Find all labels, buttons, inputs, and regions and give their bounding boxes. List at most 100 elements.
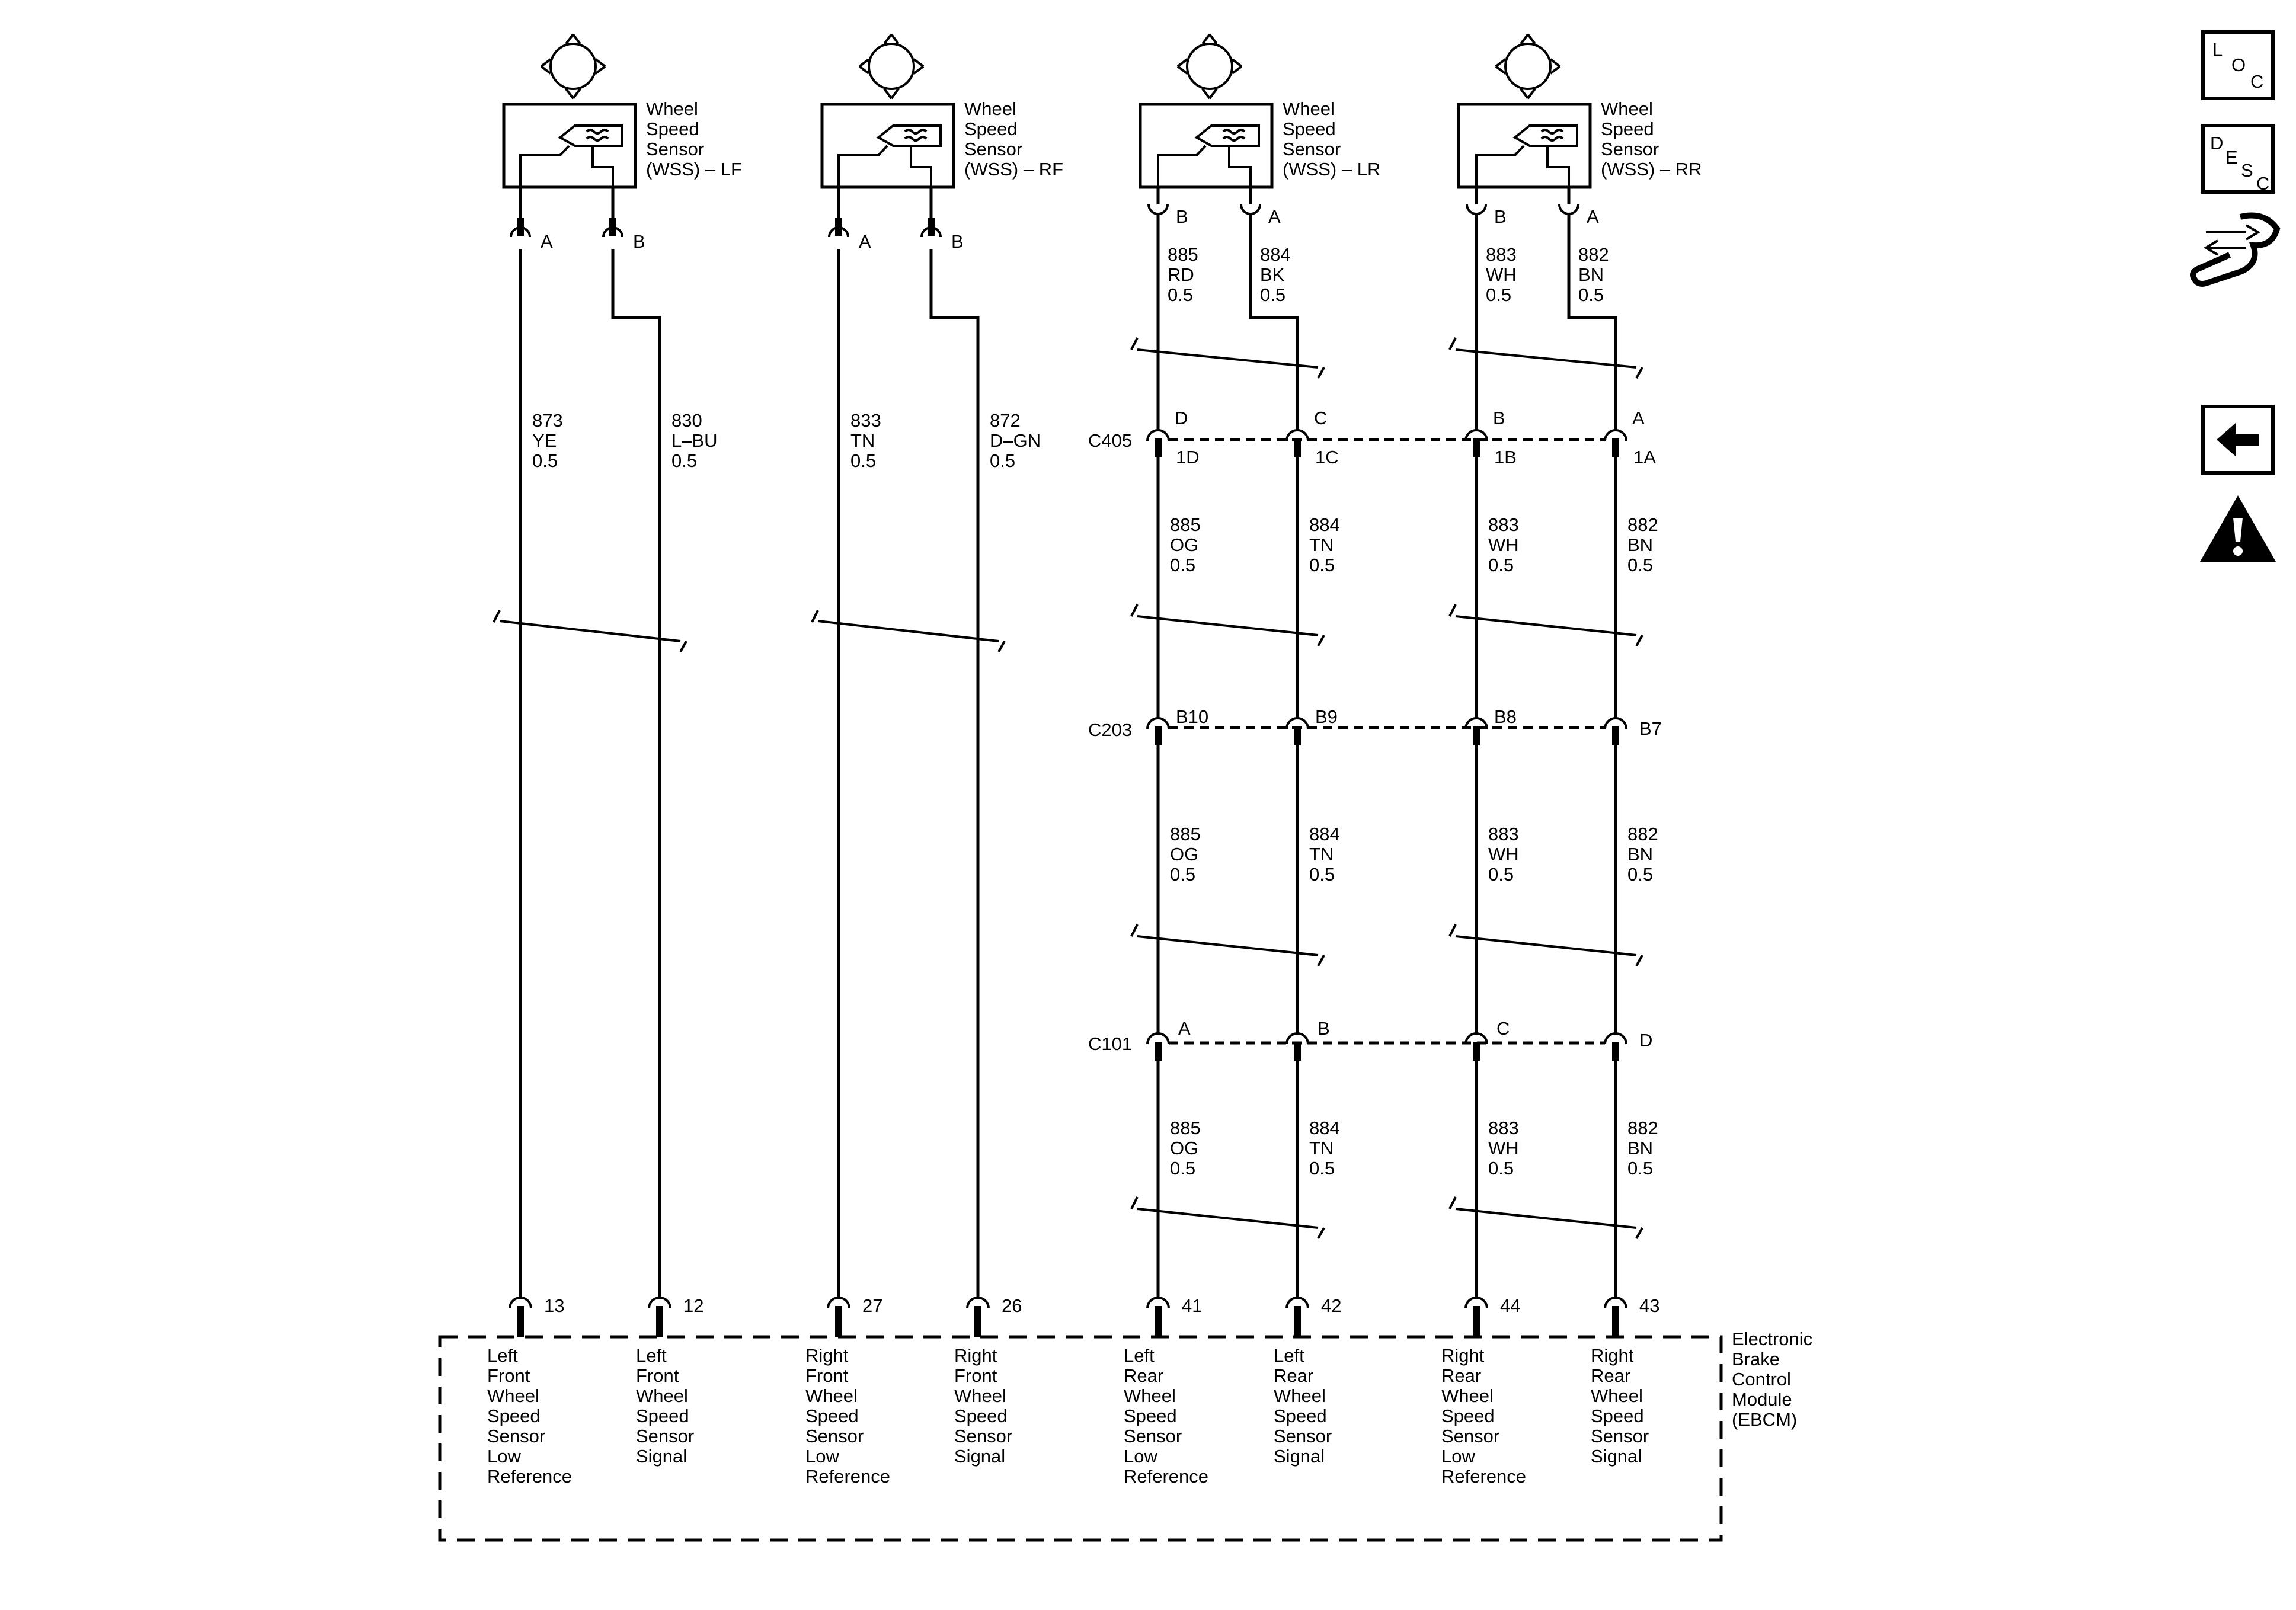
sensor-box (1457, 103, 1592, 189)
ebcm-pin-function: Low (1124, 1446, 1157, 1467)
ebcm-pin-function: Rear (1441, 1365, 1481, 1386)
wire-label: 0.5 (1486, 284, 1511, 305)
ebcm-pin-number: 13 (544, 1295, 564, 1316)
connector-pin-label: C (1314, 408, 1327, 428)
icon-letter: O (2231, 55, 2246, 75)
ebcm-label: Brake (1732, 1349, 1780, 1369)
connector-pin-label: B9 (1315, 706, 1338, 727)
wire-label: 0.5 (1170, 555, 1195, 575)
ebcm-pin-function: Right (1441, 1345, 1485, 1366)
rear-wire-pair: 885RD0.5884BK0.5885OG0.5884TN0.5885OG0.5… (1130, 214, 1340, 1298)
sensor-box (1139, 103, 1274, 189)
connector-c101: C101 (1088, 1032, 1627, 1061)
wire-label: 883 (1486, 244, 1517, 265)
ebcm-pin-function: Low (805, 1446, 839, 1467)
ebcm-pin-function: Wheel (1591, 1385, 1643, 1406)
connector-pin-label: D (1639, 1030, 1652, 1051)
wire-label: L–BU (671, 430, 718, 451)
wire-label: 885 (1168, 244, 1198, 265)
sensor-label: Wheel (1283, 98, 1335, 119)
sensor-pin-label: A (541, 231, 553, 252)
ebcm-pin-function: Sensor (1441, 1426, 1499, 1446)
sensor-label: Sensor (646, 139, 704, 159)
ebcm-label: (EBCM) (1732, 1409, 1797, 1430)
wire-label: 0.5 (1170, 864, 1195, 885)
wire-label: 0.5 (1627, 1158, 1653, 1179)
sensor-pin-label: A (1268, 206, 1281, 227)
sensor-pin-label: B (633, 231, 645, 252)
wire-label: 830 (671, 410, 702, 431)
wire-label: BN (1627, 1138, 1653, 1158)
wire-label: 0.5 (1627, 555, 1653, 575)
wire-label: 872 (990, 410, 1021, 431)
wire-label: 0.5 (1170, 1158, 1195, 1179)
ebcm-pin-function: Front (805, 1365, 849, 1386)
back-arrow-icon[interactable] (2201, 405, 2275, 475)
ebcm-label: Control (1732, 1369, 1791, 1390)
sensor-pin-label: B (1494, 206, 1507, 227)
wire-label: 0.5 (1488, 555, 1514, 575)
ebcm-pin-function: Sensor (1274, 1426, 1332, 1446)
connector-repair-icon[interactable] (2190, 212, 2281, 287)
sensor-label: Wheel (1601, 98, 1653, 119)
connector-pin-label: 1B (1494, 447, 1517, 468)
ebcm-pin-function: Low (1441, 1446, 1475, 1467)
wheel-icon (868, 43, 915, 90)
connector-name: C101 (1088, 1033, 1132, 1054)
ebcm-pin-function: Wheel (1441, 1385, 1494, 1406)
connector-pin-label: B7 (1639, 718, 1662, 739)
ebcm-pin-function: Wheel (1124, 1385, 1176, 1406)
wire-label: 0.5 (1309, 1158, 1335, 1179)
wire-label: 882 (1627, 514, 1658, 535)
ebcm-pin-function: Sensor (1591, 1426, 1649, 1446)
ebcm-pin-function: Right (954, 1345, 997, 1366)
wheel-icon (1186, 43, 1233, 90)
wire-label: 0.5 (1309, 864, 1335, 885)
sensor-pin-label: B (951, 231, 964, 252)
wire-label: WH (1488, 844, 1519, 865)
ebcm-pin-function: Reference (805, 1466, 890, 1487)
sensor-label: Sensor (1283, 139, 1341, 159)
sensor-label: (WSS) – LF (646, 159, 742, 180)
wire-label: 0.5 (1488, 864, 1514, 885)
loc-icon[interactable]: LOC (2201, 30, 2275, 100)
sensor-pin-label: A (1587, 206, 1599, 227)
sensor-pin (828, 218, 849, 238)
circuit-wires: 873YE0.5830L–BU0.5833TN0.5872D–GN0.5885R… (493, 214, 1658, 1298)
connector-pin-label: A (1632, 408, 1645, 428)
wheel-icon (549, 43, 597, 90)
connector-name: C405 (1088, 430, 1132, 451)
ebcm-pin-function: Front (487, 1365, 530, 1386)
connector-name: C203 (1088, 719, 1132, 740)
ebcm-pin-function: Low (487, 1446, 521, 1467)
wire-label: TN (850, 430, 875, 451)
ebcm-pin-function: Wheel (487, 1385, 539, 1406)
sensor-pin (510, 218, 531, 238)
ebcm-label: Electronic (1732, 1329, 1812, 1349)
sensor-label: (WSS) – RR (1601, 159, 1702, 180)
sensor-label: Sensor (964, 139, 1022, 159)
icon-letter: C (2256, 173, 2269, 194)
warning-icon[interactable] (2200, 495, 2276, 562)
wire-label: 882 (1627, 824, 1658, 844)
wire-label: RD (1168, 264, 1194, 285)
connector-pin-label: A (1178, 1018, 1191, 1039)
connector-c203: C203 (1088, 717, 1627, 745)
ebcm-box (438, 1335, 1723, 1542)
rear-wire-pair: 883WH0.5882BN0.5883WH0.5882BN0.5883WH0.5… (1448, 214, 1658, 1298)
sensor-label: Speed (1601, 119, 1654, 139)
ebcm-pin-function: Left (1124, 1345, 1155, 1366)
wire-label: BN (1578, 264, 1604, 285)
wire-label: 882 (1627, 1118, 1658, 1138)
